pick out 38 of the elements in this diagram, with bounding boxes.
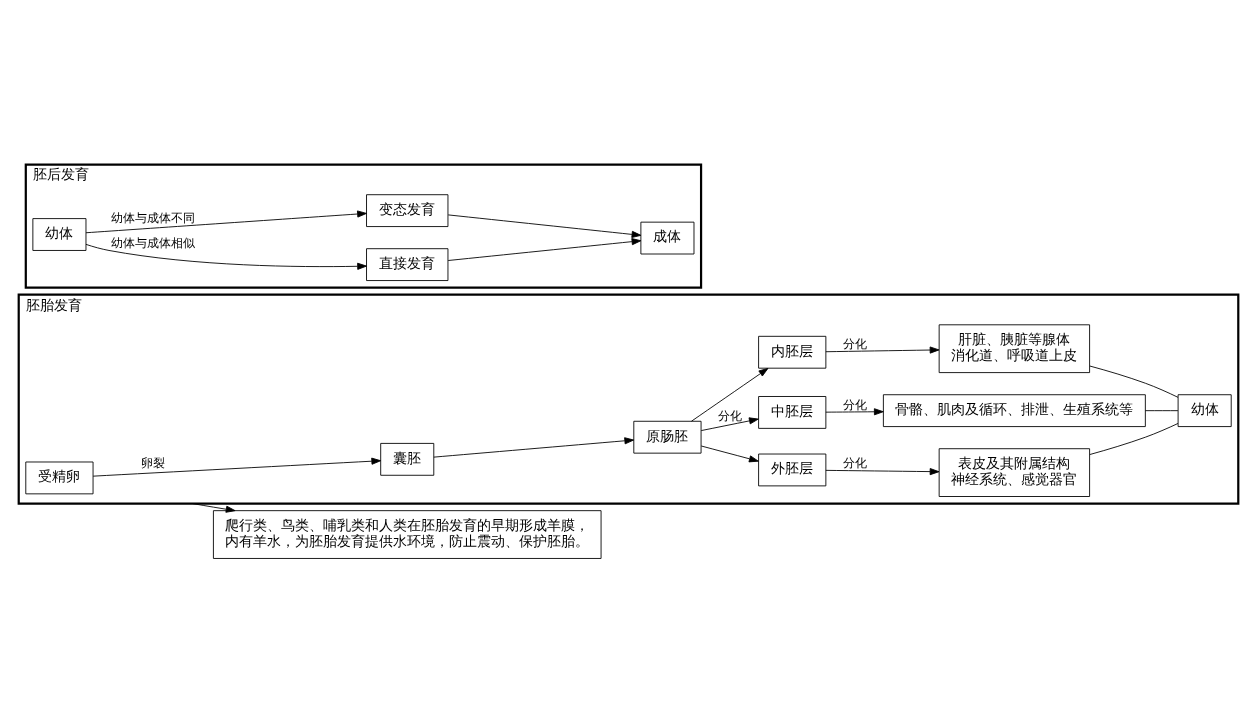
- node-box: 变态发育: [366, 194, 449, 227]
- edge-label: 分化: [842, 397, 867, 413]
- node-box: 囊胚: [380, 442, 435, 476]
- arrow: [691, 368, 769, 422]
- edge-label: 幼体与成体相似: [111, 235, 196, 251]
- node-box: 中胚层: [758, 396, 827, 429]
- arrow: [825, 346, 940, 354]
- arrow: [85, 210, 367, 234]
- connector: [1144, 410, 1179, 412]
- node-box: 幼体: [32, 218, 87, 251]
- arrow: [433, 437, 635, 458]
- node-box: 受精卵: [25, 461, 94, 495]
- node-box: 肝脏、胰脏等腺体 消化道、呼吸道上皮: [938, 324, 1091, 374]
- node-box: 原肠胚: [633, 420, 702, 454]
- node-box: 外胚层: [758, 453, 827, 487]
- connector: [1089, 365, 1179, 398]
- edge-label: 卵裂: [141, 455, 166, 471]
- node-box: 幼体: [1177, 394, 1232, 428]
- edge-label: 分化: [842, 336, 867, 351]
- arrow: [700, 445, 759, 463]
- arrow: [700, 417, 759, 431]
- node-box: 内胚层: [758, 335, 827, 369]
- arrow: [85, 243, 367, 270]
- edge-label: 分化: [842, 455, 867, 471]
- edge-label: 分化: [717, 407, 742, 423]
- node-box: 骨骼、肌肉及循环、排泄、生殖系统等: [882, 394, 1146, 428]
- arrow: [192, 503, 236, 513]
- edge-label: 幼体与成体不同: [111, 210, 196, 226]
- node-box: 爬行类、鸟类、哺乳类和人类在胚胎发育的早期形成羊膜，内有羊水，为胚胎发育提供水环境，防止震动、保护胚胎。: [212, 510, 602, 559]
- arrow: [92, 457, 382, 477]
- node-box: 表皮及其附属结构 神经系统、感觉器官: [938, 448, 1091, 497]
- arrow: [825, 468, 940, 476]
- connector: [1089, 423, 1179, 455]
- node-box: 成体: [640, 221, 695, 255]
- arrow: [825, 408, 884, 416]
- arrow: [447, 214, 642, 238]
- node-box: 直接发育: [366, 248, 449, 281]
- arrow: [447, 238, 642, 261]
